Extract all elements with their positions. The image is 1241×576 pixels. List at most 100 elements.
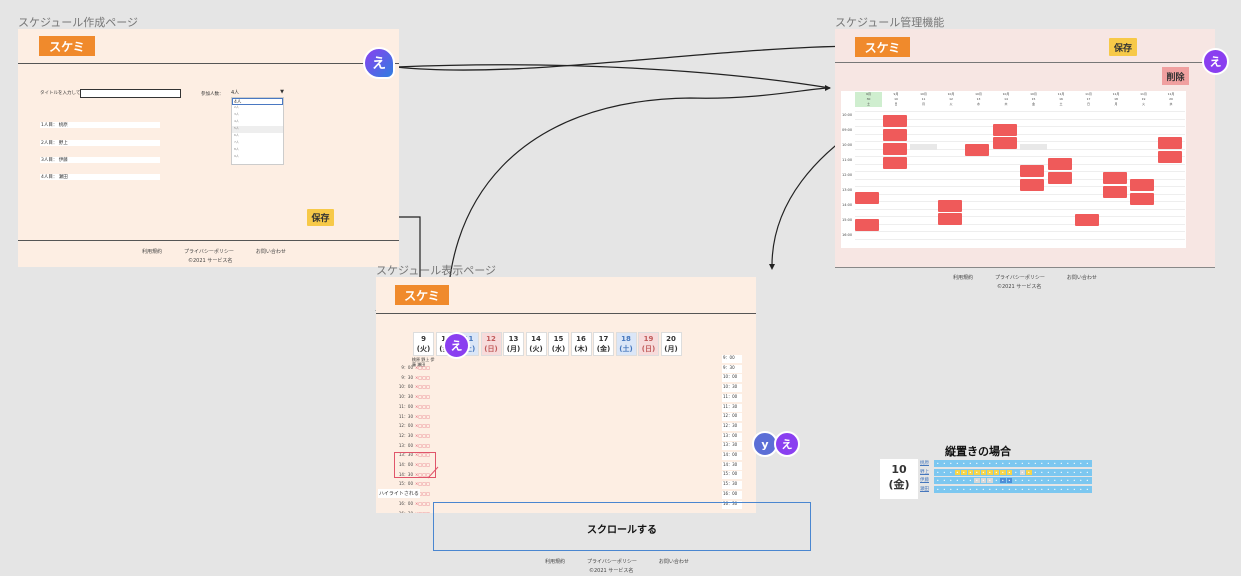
vertical-member-label[interactable]: 野上	[920, 469, 929, 475]
slot-dot[interactable]: •	[974, 469, 980, 475]
slot-dot[interactable]: •	[1047, 469, 1050, 475]
day-tab[interactable]: 14(火)	[525, 332, 547, 356]
vertical-member-label[interactable]: 桃原	[920, 461, 929, 466]
slot-dot[interactable]: •	[975, 461, 978, 466]
calendar-event[interactable]	[1020, 179, 1044, 191]
slot-dot[interactable]: •	[975, 486, 978, 492]
slot-dot[interactable]: •	[1053, 461, 1056, 466]
slot-dot[interactable]: •	[1073, 469, 1076, 475]
time-cell[interactable]: 16：00	[722, 490, 742, 499]
time-row[interactable]: 13：00×◯◯◯	[396, 443, 441, 452]
slot-dot[interactable]: •	[1066, 461, 1069, 466]
slot-dot[interactable]: •	[967, 469, 973, 475]
time-cell[interactable]: 12：00	[722, 413, 742, 422]
participant-field[interactable]: 1人目： 桃原	[40, 122, 160, 128]
slot-dot[interactable]: •	[988, 461, 991, 466]
footer-link-terms[interactable]: 利用規約	[545, 559, 566, 565]
slot-dot[interactable]: •	[962, 478, 965, 483]
slot-dot[interactable]: •	[1006, 469, 1012, 475]
time-cell[interactable]: 9：00	[722, 355, 742, 363]
calendar-event[interactable]	[1130, 179, 1154, 191]
footer-link-terms[interactable]: 利用規約	[142, 249, 163, 255]
slot-dot[interactable]: •	[1053, 469, 1056, 475]
footer-link-contact[interactable]: お問い合わせ	[1066, 275, 1097, 281]
time-cell[interactable]: 11：00	[722, 393, 742, 402]
slot-dot[interactable]: •	[1060, 478, 1063, 483]
create-save-button[interactable]: 保存	[307, 209, 334, 226]
slot-dot[interactable]: •	[936, 469, 939, 475]
slot-dot[interactable]: •	[1086, 461, 1089, 466]
time-row[interactable]: 9：00×◯◯◯	[396, 365, 441, 374]
day-tab[interactable]: 19(日)	[638, 332, 659, 356]
calendar-event[interactable]	[1020, 165, 1044, 177]
slot-dot[interactable]: •	[1047, 461, 1050, 466]
manage-day-header[interactable]: 10月 15 金	[1030, 92, 1037, 106]
day-tab[interactable]: 20(月)	[660, 332, 682, 356]
time-cell[interactable]: 12：30	[722, 422, 742, 431]
slot-dot[interactable]: •	[969, 461, 972, 466]
slot-dot[interactable]: •	[1047, 486, 1050, 492]
slot-dot[interactable]: •	[943, 469, 946, 475]
day-tab[interactable]: 16(木)	[570, 332, 592, 356]
calendar-event[interactable]	[882, 115, 907, 127]
calendar-event[interactable]	[1047, 172, 1072, 184]
calendar-event[interactable]	[1102, 186, 1127, 198]
slot-dot[interactable]: •	[982, 486, 985, 492]
slot-dot[interactable]: •	[943, 478, 946, 483]
time-row[interactable]: 11：00×◯◯◯	[396, 404, 441, 413]
slot-dot[interactable]: •	[1079, 478, 1082, 483]
slot-dot[interactable]: •	[987, 478, 993, 483]
slot-dot[interactable]: •	[1019, 469, 1025, 475]
slot-dot[interactable]: •	[1040, 461, 1043, 466]
slot-dot[interactable]: •	[1014, 461, 1017, 466]
manage-logo[interactable]: スケミ	[855, 37, 910, 57]
slot-dot[interactable]: •	[1066, 469, 1069, 475]
slot-dot[interactable]: •	[1073, 478, 1076, 483]
day-tab[interactable]: 18(土)	[615, 332, 637, 356]
slot-dot[interactable]: •	[988, 486, 991, 492]
manage-day-header[interactable]: 10月 11 月	[920, 92, 927, 106]
calendar-event[interactable]	[882, 143, 907, 155]
calendar-event[interactable]	[855, 219, 879, 231]
slot-dot[interactable]: •	[1034, 478, 1037, 483]
participant-field[interactable]: 4人目： 瀬田	[40, 174, 160, 180]
time-row[interactable]: 10：30×◯◯◯	[396, 394, 441, 403]
slot-dot[interactable]: •	[974, 478, 980, 483]
slot-dot[interactable]: •	[1021, 478, 1024, 483]
time-cell[interactable]: 15：00	[722, 471, 742, 480]
dropdown-option[interactable]: 3人	[234, 112, 239, 116]
slot-dot[interactable]: •	[1060, 461, 1063, 466]
calendar-event[interactable]	[855, 192, 879, 204]
manage-day-header[interactable]: 11月 17 日	[1085, 92, 1092, 106]
slot-dot[interactable]: •	[1073, 486, 1076, 492]
dropdown-option[interactable]: 2人	[234, 105, 239, 109]
time-cell[interactable]: 11：30	[722, 403, 742, 412]
slot-dot[interactable]: •	[1047, 478, 1050, 483]
calendar-event[interactable]	[1157, 137, 1182, 149]
calendar-event[interactable]	[992, 137, 1017, 149]
manage-day-header[interactable]: 9月 10 日	[893, 92, 899, 106]
footer-link-terms[interactable]: 利用規約	[953, 275, 974, 281]
time-row[interactable]: 10：00×◯◯◯	[396, 384, 441, 393]
scroll-area[interactable]: スクロールする	[433, 502, 811, 551]
time-cell[interactable]: 16：30	[722, 500, 742, 509]
manage-day-header[interactable]: 10月 13 水	[975, 92, 982, 106]
slot-dot[interactable]: •	[961, 469, 967, 475]
slot-dot[interactable]: •	[1034, 461, 1037, 466]
slot-dot[interactable]: •	[949, 469, 952, 475]
dropdown-option[interactable]: 7人	[234, 140, 239, 144]
time-row[interactable]: 12：00×◯◯◯	[396, 423, 441, 432]
slot-dot[interactable]: •	[1034, 469, 1037, 475]
footer-link-privacy[interactable]: プライバシーポリシー	[587, 559, 637, 565]
dropdown-option[interactable]: 6人	[234, 133, 239, 137]
calendar-event[interactable]	[1047, 158, 1072, 170]
create-logo[interactable]: スケミ	[39, 36, 95, 56]
slot-dot[interactable]: •	[936, 478, 939, 483]
slot-dot[interactable]: •	[962, 461, 965, 466]
manage-day-header[interactable]: 10月 14 木	[1002, 92, 1010, 106]
slot-dot[interactable]: •	[943, 461, 946, 466]
slot-dot[interactable]: •	[1027, 461, 1030, 466]
slot-dot[interactable]: •	[987, 469, 993, 475]
time-row[interactable]: 15：00×◯◯◯	[396, 481, 441, 490]
time-row[interactable]: 16：30×◯◯◯	[396, 511, 441, 514]
